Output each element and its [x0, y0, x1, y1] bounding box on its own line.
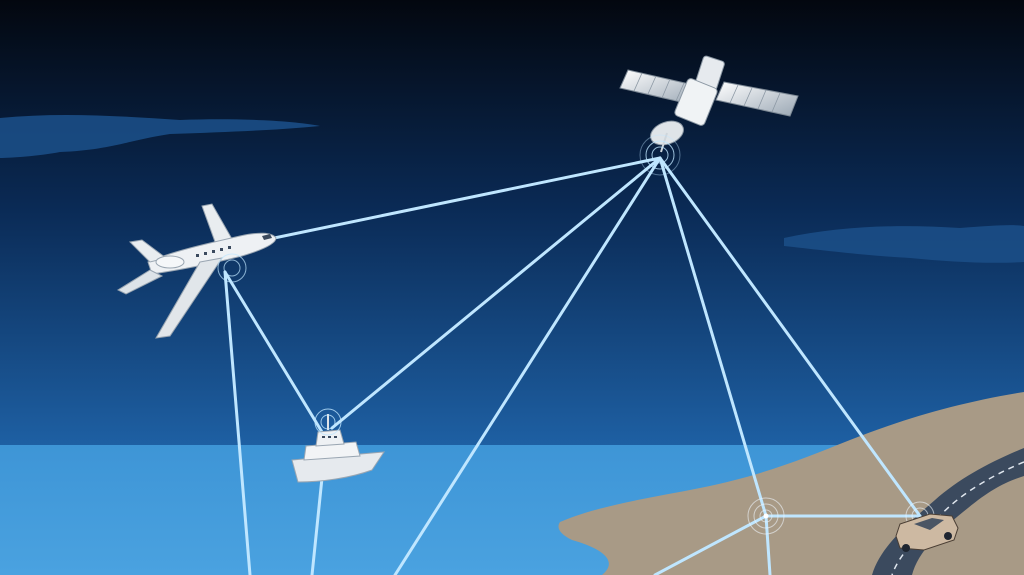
- cloud-right: [784, 225, 1024, 263]
- station-node: [763, 513, 769, 519]
- car-icon: [895, 501, 959, 552]
- link-ship-sea: [310, 476, 324, 575]
- ship-signal-waves: [314, 408, 342, 436]
- link-aircraft-ship: [223, 270, 324, 434]
- tower-icon: [747, 497, 785, 535]
- satellite-signal-waves: [639, 134, 681, 176]
- car-wheel-rear: [944, 532, 952, 540]
- road-edge: [891, 461, 1024, 575]
- link-station-coast: [653, 514, 768, 575]
- clouds: [0, 114, 1024, 263]
- satellite-icon: [619, 55, 799, 176]
- communication-links: [223, 156, 922, 575]
- airplane-engine: [155, 255, 185, 269]
- link-station-down: [764, 514, 772, 575]
- car-windshield: [914, 518, 944, 530]
- airplane-wing-bottom: [155, 257, 224, 339]
- satellite-body: [674, 78, 718, 126]
- car-wheel-front: [902, 544, 910, 552]
- link-satellite-car: [658, 156, 922, 518]
- ship-windows: [322, 436, 337, 438]
- station-signal-waves: [747, 497, 785, 535]
- cloud-left: [0, 114, 320, 158]
- link-satellite-station: [658, 156, 768, 518]
- solar-panel-right: [715, 81, 799, 117]
- airplane-icon: [116, 203, 277, 339]
- airplane-signal-waves: [217, 253, 247, 283]
- ship-icon: [291, 408, 385, 483]
- link-satellite-ship: [330, 156, 662, 430]
- airplane-stabilizer: [116, 269, 164, 295]
- airplane-windows: [196, 234, 272, 257]
- link-satellite-sea: [393, 156, 662, 575]
- link-aircraft-sea: [223, 270, 252, 575]
- link-satellite-aircraft: [248, 156, 662, 245]
